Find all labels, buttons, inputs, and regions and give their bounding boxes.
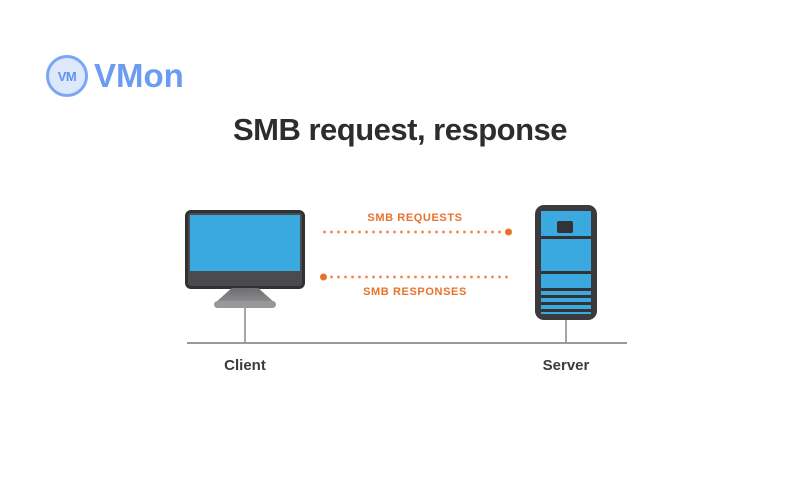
smb-responses-label: SMB RESPONSES (363, 286, 467, 298)
server-vent-stripe (541, 302, 591, 305)
server-panel-divider (541, 236, 591, 239)
arrow-endpoint-dot (320, 273, 327, 281)
server-vent-stripe (541, 295, 591, 298)
smb-requests-dotted-arrow (321, 228, 512, 236)
server-drive-bay (557, 221, 573, 233)
monitor-screen (190, 215, 300, 271)
server-vent-stripe (541, 309, 591, 312)
client-label: Client (224, 357, 266, 374)
server-label: Server (542, 357, 590, 374)
diagram-title: SMB request, response (232, 112, 568, 147)
vmon-badge-text: VM (57, 68, 77, 84)
server-vent-stripe (541, 288, 591, 291)
arrow-endpoint-dot (505, 228, 512, 236)
server-panel-divider (541, 271, 591, 274)
server-connector-line (565, 320, 567, 343)
client-connector-line (244, 307, 246, 343)
smb-responses-dotted-arrow (320, 273, 509, 281)
monitor-stand-base (214, 301, 276, 308)
vmon-logo-badge-icon: VM (46, 55, 88, 97)
smb-requests-label: SMB REQUESTS (367, 212, 463, 224)
vmon-logo[interactable]: VM VMon (46, 52, 184, 100)
network-baseline (187, 342, 627, 344)
monitor-stand-neck (215, 288, 275, 303)
vmon-brand-text: VMon (94, 57, 184, 94)
